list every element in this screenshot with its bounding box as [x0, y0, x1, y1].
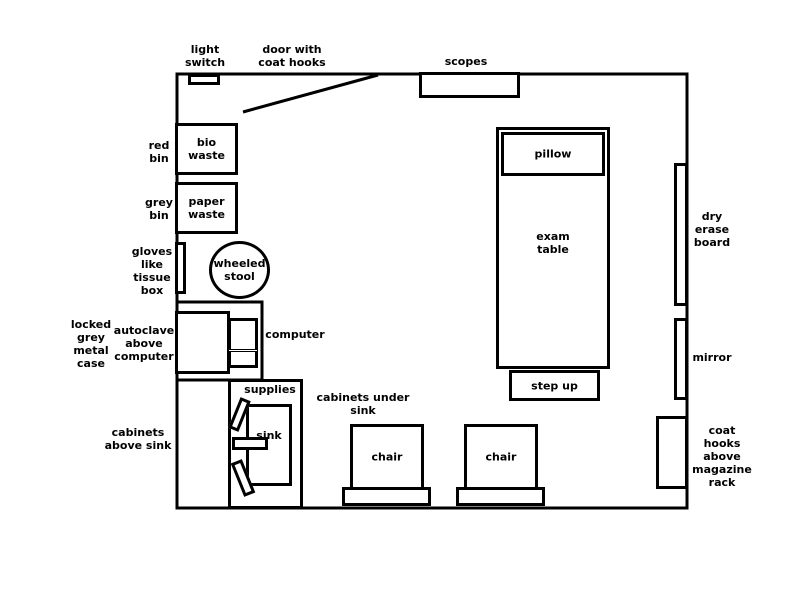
red-bin-label: red bin	[148, 139, 170, 165]
wheeled-stool: wheeled stool	[209, 241, 270, 299]
autoclave-label: autoclave above computer	[113, 324, 175, 363]
step-up-label: step up	[531, 379, 578, 392]
coat-hooks-rack-label: coat hooks above magazine rack	[692, 424, 752, 489]
pillow-label: pillow	[534, 147, 572, 161]
bio-waste-bin: bio waste	[175, 123, 238, 175]
wheeled-stool-label: wheeled stool	[213, 257, 266, 283]
exam-table-label: exam table	[536, 230, 570, 256]
gloves-box	[175, 242, 186, 294]
computer-keyboard	[228, 349, 258, 352]
scopes-label: scopes	[444, 55, 488, 68]
mirror-label: mirror	[692, 351, 732, 364]
chair-2-base	[456, 487, 545, 506]
computer-label: computer	[265, 328, 325, 341]
faucet-spout	[232, 437, 268, 450]
pillow: pillow	[501, 132, 605, 176]
grey-bin-label: grey bin	[145, 196, 173, 222]
dry-erase-board	[674, 163, 688, 306]
chair-2: chair	[464, 424, 538, 490]
sink-basin: sink	[246, 404, 292, 486]
chair-2-label: chair	[485, 450, 517, 464]
chair-1-base	[342, 487, 431, 506]
chair-1-label: chair	[371, 450, 403, 464]
door-line	[242, 73, 379, 114]
paper-waste-label: paper waste	[188, 195, 225, 221]
locked-case-label: locked grey metal case	[70, 318, 112, 370]
mirror	[674, 318, 688, 400]
cabinets-above-sink-label: cabinets above sink	[104, 426, 172, 452]
cabinets-under-sink-label: cabinets under sink	[316, 391, 410, 417]
dry-erase-board-label: dry erase board	[693, 210, 731, 249]
autoclave	[175, 311, 230, 374]
supplies-label: supplies	[244, 383, 296, 396]
bio-waste-label: bio waste	[188, 136, 225, 162]
light-switch	[188, 74, 220, 85]
gloves-label: gloves like tissue box	[131, 245, 173, 297]
door-label: door with coat hooks	[258, 43, 326, 69]
magazine-rack	[656, 416, 688, 489]
cabinets-above-sink-outline	[175, 378, 232, 510]
computer-monitor	[228, 318, 258, 368]
step-up: step up	[509, 370, 600, 401]
chair-1: chair	[350, 424, 424, 490]
paper-waste-bin: paper waste	[175, 182, 238, 234]
scopes	[419, 72, 520, 98]
light-switch-label: light switch	[184, 43, 226, 69]
